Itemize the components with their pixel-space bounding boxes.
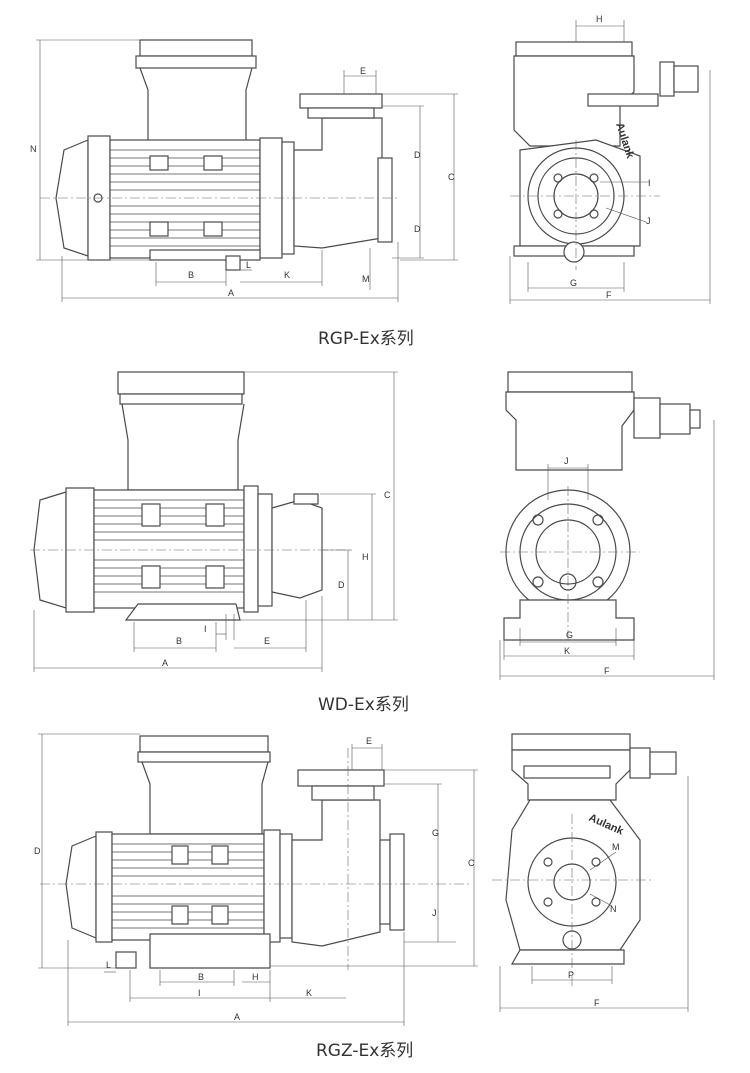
rgz-front-dim-n: N: [610, 904, 617, 914]
rgp-pump-casing: [293, 117, 383, 249]
rgp-dim-a: A: [228, 288, 234, 298]
wd-dim-b: B: [176, 636, 182, 646]
rgp-series-caption: RGP-Ex系列: [318, 329, 414, 349]
wd-front-dim-f: F: [604, 666, 610, 676]
rgz-dim-k: K: [306, 988, 312, 998]
rgp-outlet-flange: [377, 157, 393, 243]
rgz-front-dim-m: M: [612, 842, 620, 852]
rgp-front-dim-j: J: [646, 216, 651, 226]
rgp-front-dim-i: I: [648, 178, 651, 188]
wd-front-dim-g: G: [566, 630, 573, 640]
rgp-front-dim-f: F: [606, 290, 612, 300]
rgp-dim-n: N: [30, 144, 37, 154]
rgp-front-view: Aulank H I J G F: [509, 14, 711, 304]
rgp-dim-d1: D: [414, 150, 421, 160]
wd-dim-d: D: [338, 580, 345, 590]
rgz-dim-h: H: [252, 972, 259, 982]
rgz-dim-c: C: [468, 858, 475, 868]
rgz-pump-casing: [291, 799, 381, 947]
wd-dim-a: A: [162, 658, 168, 668]
rgp-dim-k: K: [284, 270, 290, 280]
rgp-dim-d2: D: [414, 224, 421, 234]
wd-dim-c: C: [384, 490, 391, 500]
wd-side-view: C H D B I E A: [30, 371, 398, 672]
rgp-dim-e: E: [360, 66, 366, 76]
rgz-dim-i: I: [198, 988, 201, 998]
rgz-dim-d: D: [34, 846, 41, 856]
rgp-dim-b: B: [188, 270, 194, 280]
rgz-front-casing: [505, 799, 641, 951]
wd-front-dim-j: J: [564, 456, 569, 466]
wd-series-caption: WD-Ex系列: [318, 695, 409, 715]
rgp-junction-box-lid: [139, 39, 253, 57]
rgz-front-view: Aulank M N P F: [492, 733, 689, 1012]
rgz-dim-g: G: [432, 828, 439, 838]
wd-dim-e: E: [264, 636, 270, 646]
wd-dim-h: H: [362, 552, 369, 562]
rgp-dim-l: L: [246, 260, 251, 270]
rgz-outlet-flange: [389, 833, 405, 931]
rgz-front-dim-p: P: [568, 970, 574, 980]
rgp-side-view: N E D D C M B L K A: [30, 39, 458, 302]
rgz-series-caption: RGZ-Ex系列: [316, 1041, 413, 1061]
rgz-dim-j: J: [432, 908, 437, 918]
rgz-dim-e: E: [366, 736, 372, 746]
rgp-front-dim-g: G: [570, 278, 577, 288]
wd-pump-casing: [271, 499, 323, 599]
rgz-dim-b: B: [198, 972, 204, 982]
rgz-dim-l: L: [106, 960, 111, 970]
rgz-fan-cover: [65, 835, 97, 939]
rgp-dim-c: C: [448, 172, 455, 182]
wd-front-dim-k: K: [564, 646, 570, 656]
rgz-dim-a: A: [234, 1012, 240, 1022]
rgp-front-dim-h: H: [596, 14, 603, 24]
wd-front-view: J G K F: [499, 371, 715, 680]
wd-dim-i: I: [204, 624, 207, 634]
rgp-dim-m: M: [362, 274, 370, 284]
rgz-front-dim-f: F: [594, 998, 600, 1008]
rgz-side-view: D E G C J L B H I K A: [34, 733, 478, 1026]
